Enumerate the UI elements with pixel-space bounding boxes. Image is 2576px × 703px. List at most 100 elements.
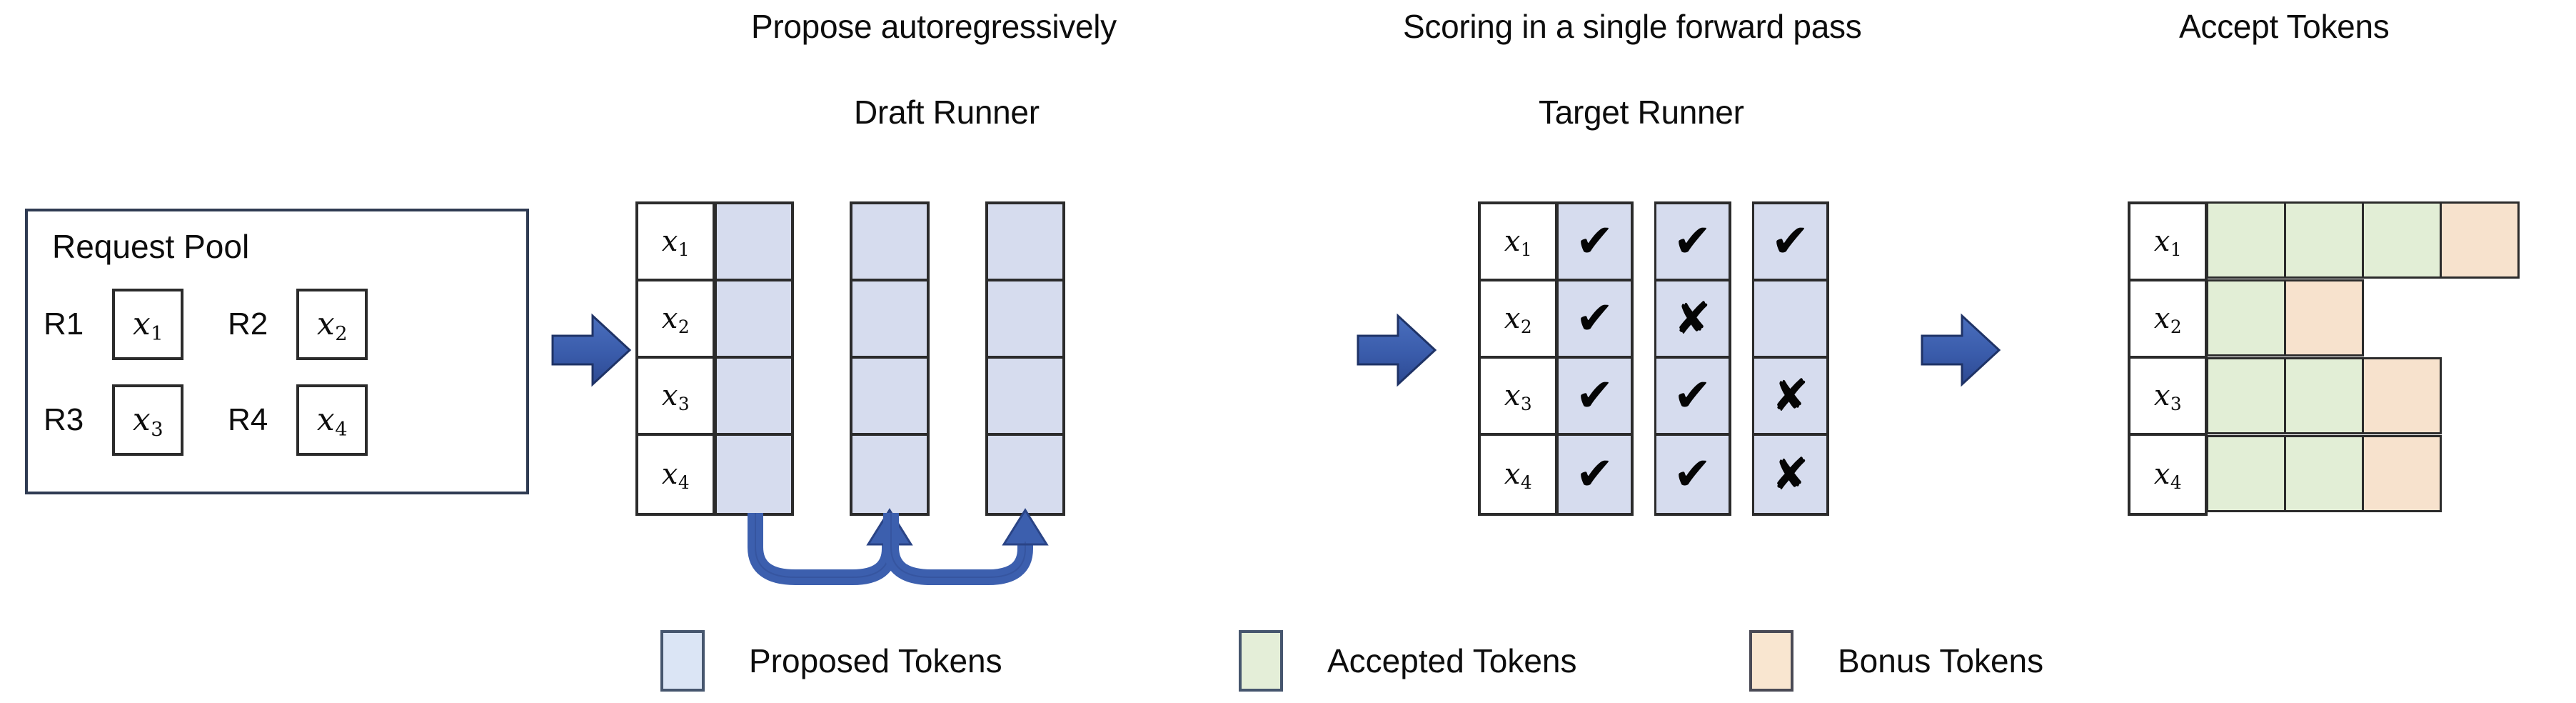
accept-cell-accepted	[2206, 435, 2286, 512]
request-pool-title: Request Pool	[52, 228, 250, 265]
target-score-cell: ✔	[1559, 359, 1631, 436]
draft-proposed-cell	[852, 436, 927, 513]
draft-proposed-cell	[988, 281, 1062, 359]
accept-cell-accepted	[2284, 357, 2364, 434]
target-row-label-1: x1	[1481, 204, 1555, 281]
cross-icon: ✘	[1674, 292, 1711, 344]
target-row-label-4: x4	[1481, 436, 1555, 513]
request-entry-r1: R1 x1	[44, 289, 183, 360]
request-token-r2: x2	[316, 306, 348, 346]
target-stage-caption: Scoring in a single forward pass	[1403, 8, 1862, 45]
draft-row-label-2: x2	[638, 281, 713, 359]
target-runner-grid: x1 x2 x3 x4 ✔ ✔ ✔ ✔	[1478, 201, 1856, 523]
request-token-r3: x3	[132, 402, 163, 442]
legend-swatch-bonus	[1749, 630, 1793, 692]
flow-arrow-pool-to-draft	[551, 313, 632, 387]
draft-runner-grid: x1 x2 x3 x4	[635, 201, 1299, 585]
request-token-box-r1: x1	[112, 289, 183, 360]
draft-stage-title: Draft Runner	[854, 94, 1040, 131]
legend-item-accepted-tokens: Accepted Tokens	[1239, 630, 1577, 692]
accept-row-label-4: x4	[2130, 436, 2205, 513]
draft-proposed-cell	[717, 359, 791, 436]
request-label-r3: R3	[44, 402, 84, 437]
request-label-r2: R2	[228, 306, 268, 341]
accept-cell-accepted	[2206, 279, 2286, 357]
draft-row-label-column: x1 x2 x3 x4	[635, 201, 715, 516]
request-pool-row-1: R1 x1 R2 x2	[44, 289, 515, 360]
draft-proposed-cell	[988, 436, 1062, 513]
target-score-cell: ✔	[1559, 436, 1631, 513]
target-score-cell: ✔	[1656, 436, 1729, 513]
accept-row-label-1: x1	[2130, 204, 2205, 281]
target-score-column-2: ✔ ✘ ✔ ✔	[1654, 201, 1731, 516]
accept-cell-bonus	[2362, 357, 2442, 434]
legend-swatch-accepted	[1239, 630, 1283, 692]
request-label-r1: R1	[44, 306, 84, 341]
draft-stage-caption: Propose autoregressively	[751, 8, 1117, 45]
legend-item-proposed-tokens: Proposed Tokens	[660, 630, 1002, 692]
target-score-cell: ✘	[1656, 281, 1729, 359]
draft-proposed-cell	[717, 204, 791, 281]
request-token-box-r4: x4	[296, 384, 368, 456]
legend-item-bonus-tokens: Bonus Tokens	[1749, 630, 2043, 692]
request-token-r1: x1	[132, 306, 163, 346]
target-score-cell: ✔	[1559, 204, 1631, 281]
target-row-label-column: x1 x2 x3 x4	[1478, 201, 1558, 516]
legend-label-accepted: Accepted Tokens	[1327, 642, 1577, 679]
draft-proposed-cell	[852, 204, 927, 281]
check-icon: ✔	[1575, 292, 1614, 345]
request-entry-r2: R2 x2	[228, 289, 368, 360]
draft-row-label-4: x4	[638, 436, 713, 513]
accept-cell-bonus	[2362, 435, 2442, 512]
legend-label-bonus: Bonus Tokens	[1838, 642, 2044, 679]
target-row-label-3: x3	[1481, 359, 1555, 436]
check-icon: ✔	[1771, 215, 1810, 268]
accept-cell-bonus	[2440, 201, 2520, 279]
cross-icon: ✘	[1771, 369, 1809, 422]
request-token-box-r3: x3	[112, 384, 183, 456]
draft-proposed-cell	[717, 281, 791, 359]
target-stage-title: Target Runner	[1539, 94, 1744, 131]
draft-proposed-column-step-3	[985, 201, 1065, 516]
accept-cell-accepted	[2284, 201, 2364, 279]
check-icon: ✔	[1673, 369, 1712, 422]
draft-proposed-cell	[852, 359, 927, 436]
legend: Proposed Tokens Accepted Tokens Bonus To…	[0, 620, 2576, 703]
accept-cell-bonus	[2284, 279, 2364, 357]
request-entry-r4: R4 x4	[228, 384, 368, 456]
request-pool-row-2: R3 x3 R4 x4	[44, 384, 515, 456]
draft-proposed-cell	[988, 204, 1062, 281]
accept-tokens-grid: x1 x2 x3 x4	[2128, 201, 2556, 523]
check-icon: ✔	[1673, 215, 1712, 268]
target-score-cell: ✘	[1754, 359, 1826, 436]
draft-proposed-column-step-1	[714, 201, 794, 516]
check-icon: ✔	[1575, 448, 1614, 501]
accept-row-label-3: x3	[2130, 359, 2205, 436]
draft-proposed-cell	[717, 436, 791, 513]
target-row-label-2: x2	[1481, 281, 1555, 359]
check-icon: ✔	[1575, 369, 1614, 422]
accept-row-label-column: x1 x2 x3 x4	[2128, 201, 2208, 516]
accept-cell-accepted	[2362, 201, 2442, 279]
request-token-r4: x4	[316, 402, 348, 442]
flow-arrow-draft-to-target	[1357, 313, 1437, 387]
check-icon: ✔	[1575, 215, 1614, 268]
request-label-r4: R4	[228, 402, 268, 437]
target-score-column-1: ✔ ✔ ✔ ✔	[1556, 201, 1634, 516]
request-entry-r3: R3 x3	[44, 384, 183, 456]
draft-proposed-cell	[852, 281, 927, 359]
legend-label-proposed: Proposed Tokens	[749, 642, 1002, 679]
draft-row-label-3: x3	[638, 359, 713, 436]
flow-arrow-target-to-accept	[1921, 313, 2001, 387]
accept-cell-accepted	[2206, 201, 2286, 279]
accept-row-label-2: x2	[2130, 281, 2205, 359]
check-icon: ✔	[1673, 448, 1712, 501]
draft-proposed-column-step-2	[850, 201, 930, 516]
draft-proposed-cell	[988, 359, 1062, 436]
target-score-cell: ✔	[1656, 359, 1729, 436]
accept-stage-caption: Accept Tokens	[2179, 8, 2390, 45]
cross-icon: ✘	[1771, 448, 1809, 500]
request-pool-panel: Request Pool R1 x1 R2 x2 R3 x3	[25, 209, 529, 494]
request-token-box-r2: x2	[296, 289, 368, 360]
draft-row-label-1: x1	[638, 204, 713, 281]
